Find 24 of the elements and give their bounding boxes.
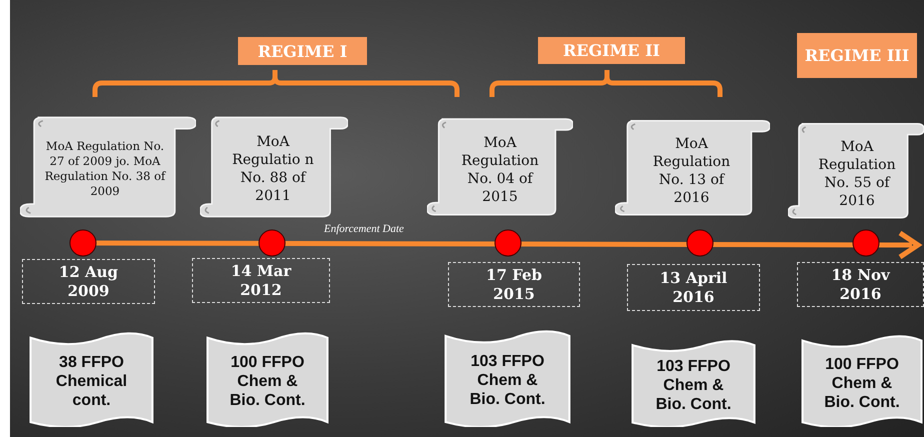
document-card [205, 330, 330, 427]
date-box: 14 Mar 2012 [192, 258, 330, 303]
document-text: 103 FFPO Chem & Bio. Cont. [468, 352, 546, 409]
regime-banner: REGIME II [538, 37, 685, 64]
date-box: 12 Aug 2009 [22, 259, 155, 304]
regulation-text: MoA Regulation No. 55 of 2016 [817, 138, 897, 210]
regulation-text: MoA Regulatio n No. 88 of 2011 [231, 133, 315, 205]
timeline-caption: Enforcement Date [324, 223, 404, 235]
document-text: 38 FFPO Chemical cont. [54, 353, 128, 410]
document-card [28, 330, 155, 427]
date-box: 17 Feb 2015 [448, 262, 580, 307]
document-card [800, 333, 924, 427]
date-box: 18 Nov 2016 [797, 262, 924, 307]
document-card [630, 338, 757, 427]
regulation-text: MoA Regulation No. 27 of 2009 jo. MoA Regulation No. 38 of 2009 [44, 139, 166, 199]
document-text: 100 FFPO Chem & Bio. Cont. [823, 354, 901, 412]
document-text: 103 FFPO Chem & Bio. Cont. [654, 357, 732, 414]
document-card [443, 328, 572, 427]
regulation-text: MoA Regulation No. 13 of 2016 [652, 135, 732, 207]
regime-banner: REGIME I [238, 37, 367, 65]
document-text: 100 FFPO Chem & Bio. Cont. [228, 353, 306, 410]
regulation-text: MoA Regulation No. 04 of 2015 [460, 134, 540, 206]
date-box: 13 April 2016 [627, 264, 760, 311]
regime-banner: REGIME III [797, 33, 917, 78]
